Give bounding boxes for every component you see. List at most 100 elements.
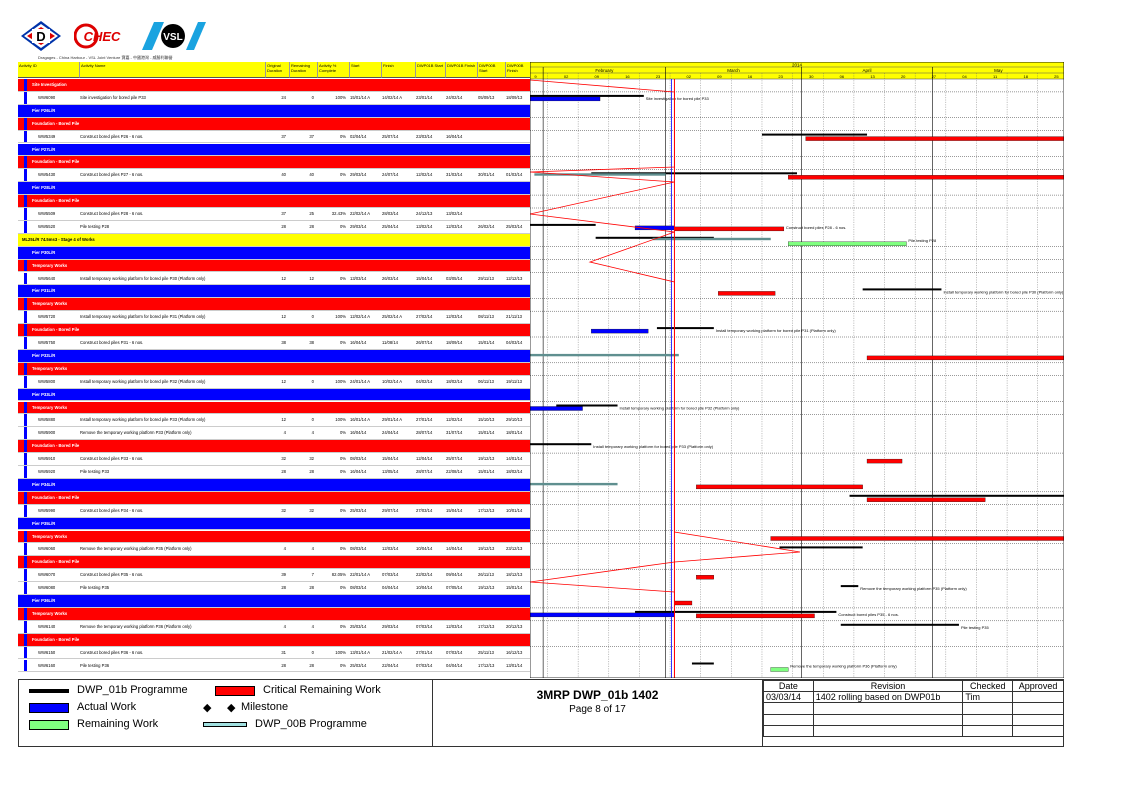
cell-d0f: 19/11/13 <box>506 378 522 384</box>
cell-d1f: 16/04/14 <box>446 133 463 139</box>
rev-empty-cell <box>763 702 814 715</box>
wbs-band-yellow[interactable]: ML25L/R 74.5ms3 - Stage 4 of Works <box>18 233 530 247</box>
wbs-band-blue[interactable]: Pier P33L/R <box>18 388 530 402</box>
wbs-band-red[interactable]: Temporary Works <box>18 530 530 544</box>
cell-d0s: 15/01/14 <box>478 340 495 345</box>
cell-d1s: 07/03/14 <box>416 623 433 629</box>
wbs-band-red[interactable]: Temporary Works <box>18 259 530 273</box>
cell-d1s: 27/03/14 <box>416 507 433 513</box>
gantt-bar-critical-remaining-work <box>866 458 903 464</box>
chec-logo-text: CHEC <box>84 29 121 44</box>
wbs-band-red[interactable]: Foundation - Bored Pile <box>18 633 530 647</box>
wbs-band-red[interactable]: Site Investigation <box>18 79 530 92</box>
gantt-bar-critical-remaining-work <box>696 484 863 490</box>
cell-name: Pile testing P33 <box>80 469 110 474</box>
col-header-dwp01b-finish[interactable]: DWP01B Finish <box>446 62 478 78</box>
cell-d0s: 05/09/13 <box>478 94 495 100</box>
legend-swatch-remaining <box>29 720 69 730</box>
col-header-dwp01b-start[interactable]: DWP01B Start <box>416 62 446 78</box>
wbs-band-red[interactable]: Foundation - Bored Pile <box>18 556 530 570</box>
gantt-bar-critical-remaining-work <box>866 497 986 502</box>
cell-st: 16/01/14 A <box>350 417 371 423</box>
wbs-band-blue[interactable]: Pier P31L/R <box>18 285 530 299</box>
cell-d0f: 18/02/14 <box>506 469 523 474</box>
wbs-band-red[interactable]: Foundation - Bored Pile <box>18 491 530 505</box>
col-header-activity-name[interactable]: Activity Name <box>80 62 266 78</box>
cell-name: Remove the temporary working platform P3… <box>80 623 192 629</box>
wbs-indent-bar <box>24 130 27 143</box>
wbs-band-red[interactable]: Temporary Works <box>18 401 530 415</box>
cell-od: 28 <box>281 223 286 229</box>
cell-fi: 10/02/14 A <box>382 378 403 384</box>
cell-name: Pile testing P36 <box>80 662 110 668</box>
cell-st: 24/01/14 A <box>350 378 371 384</box>
gantt-bar-label: Remove the temporary working platform P3… <box>790 664 897 669</box>
wbs-band-red[interactable]: Foundation - Bored Pile <box>18 117 530 131</box>
cell-name: Remove the temporary working platform P3… <box>80 430 192 436</box>
cell-rd: 28 <box>309 662 314 668</box>
wbs-band-red[interactable]: Foundation - Bored Pile <box>18 440 530 454</box>
wbs-band-blue[interactable]: Pier P35L/R <box>18 517 530 531</box>
cell-rd: 0 <box>311 378 314 384</box>
cell-od: 28 <box>281 469 286 474</box>
col-header-original-duration[interactable]: Original Duration <box>266 62 290 78</box>
timescale-month: April <box>863 68 872 73</box>
wbs-band-red[interactable]: Foundation - Bored Pile <box>18 156 530 170</box>
cell-d0s: 15/01/14 <box>478 430 495 436</box>
cell-fi: 28/03/14 <box>382 211 399 216</box>
gantt-bar-remaining-work <box>788 241 907 246</box>
wbs-band-blue[interactable]: Pier P26L/R <box>18 104 530 118</box>
wbs-band-blue[interactable]: Pier P36L/R <box>18 595 530 608</box>
wbs-band-blue[interactable]: Pier P32L/R <box>18 349 530 363</box>
gantt-bar-dwp-01b-programme <box>849 494 1064 497</box>
legend-swatch-actual <box>29 703 69 713</box>
wbs-band-blue[interactable]: Pier P28L/R <box>18 182 530 196</box>
wbs-band-red[interactable]: Temporary Works <box>18 362 530 376</box>
legend: DWP_01b Programme Critical Remaining Wor… <box>18 679 433 747</box>
gantt-bar-label: Install temporary working platform for b… <box>593 444 713 449</box>
wbs-band-red[interactable]: Foundation - Bored Pile <box>18 195 530 208</box>
cell-st: 12/02/14 A <box>350 314 371 320</box>
cell-d0f: 18/12/13 <box>506 572 523 578</box>
col-header-remaining-duration[interactable]: Remaining Duration <box>290 62 318 78</box>
col-header-dwp00b-start[interactable]: DWP00B Start <box>478 62 506 78</box>
col-header-start[interactable]: Start <box>350 62 382 78</box>
cell-rd: 38 <box>309 340 314 345</box>
rev-empty-cell <box>1012 713 1064 726</box>
col-header-dwp00b-finish[interactable]: DWP00B Finish <box>506 62 530 78</box>
wbs-band-blue[interactable]: Pier P34L/R <box>18 478 530 492</box>
gantt-bar-remaining-work <box>770 667 789 672</box>
wbs-band-blue[interactable]: Pier P27L/R <box>18 143 530 157</box>
col-header-activity-id[interactable]: Activity ID <box>18 62 80 78</box>
cell-d1s: 12/02/14 <box>416 172 433 178</box>
wbs-band-red[interactable]: Foundation - Bored Pile <box>18 324 530 337</box>
rev-empty-cell <box>1012 724 1064 737</box>
wbs-band-red[interactable]: Temporary Works <box>18 298 530 312</box>
cell-rd: 4 <box>311 430 314 436</box>
col-header-percent-complete[interactable]: Activity % Complete <box>318 62 350 78</box>
wbs-band-blue[interactable]: Pier P30L/R <box>18 246 530 260</box>
wbs-band-red[interactable]: Temporary Works <box>18 607 530 621</box>
cell-fi: 12/03/14 <box>382 546 399 552</box>
col-header-finish[interactable]: Finish <box>382 62 416 78</box>
